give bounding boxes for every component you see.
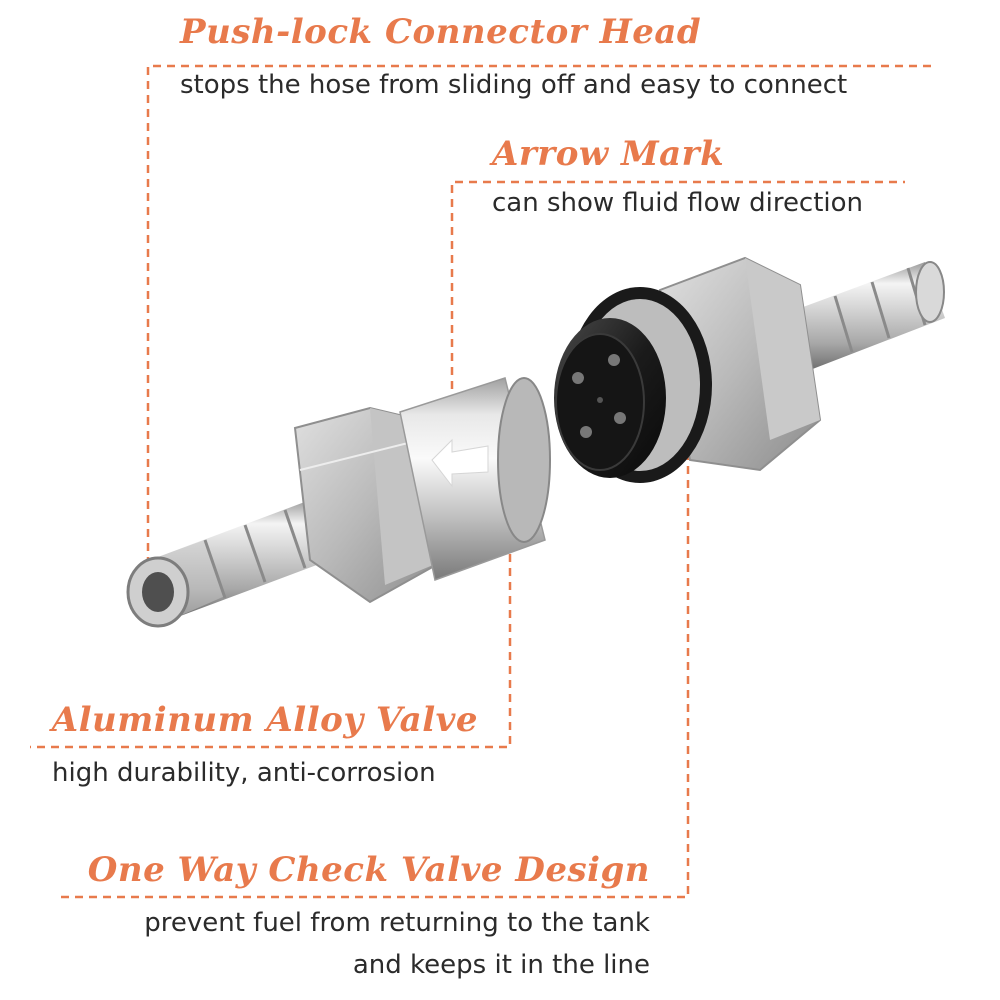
right-check-valve-cap bbox=[554, 318, 666, 478]
callout-desc-check-valve-line2: and keeps it in the line bbox=[352, 950, 650, 980]
left-arrow-icon bbox=[431, 438, 489, 488]
left-valve-body bbox=[399, 377, 551, 582]
leader-arrow-mark bbox=[450, 180, 905, 445]
callout-heading-push-lock: Push-lock Connector Head bbox=[180, 12, 702, 52]
leader-push-lock bbox=[146, 64, 935, 565]
right-fitting bbox=[554, 256, 945, 483]
callout-desc-check-valve-line1: prevent fuel from returning to the tank bbox=[144, 908, 650, 938]
callout-desc-push-lock: stops the hose from sliding off and easy… bbox=[180, 70, 848, 100]
callout-desc-arrow-mark: can show fluid flow direction bbox=[492, 188, 864, 218]
leader-check-valve bbox=[60, 382, 690, 899]
left-barb-tail bbox=[126, 500, 330, 628]
left-fitting bbox=[126, 377, 551, 628]
callout-heading-aluminum-valve: Aluminum Alloy Valve bbox=[51, 700, 478, 740]
callout-heading-arrow-mark: Arrow Mark bbox=[492, 134, 725, 174]
callout-heading-check-valve: One Way Check Valve Design bbox=[87, 850, 650, 890]
callout-leader-lines bbox=[30, 64, 935, 899]
callout-desc-aluminum-valve: high durability, anti-corrosion bbox=[52, 758, 436, 788]
right-barb-tail bbox=[795, 261, 945, 370]
